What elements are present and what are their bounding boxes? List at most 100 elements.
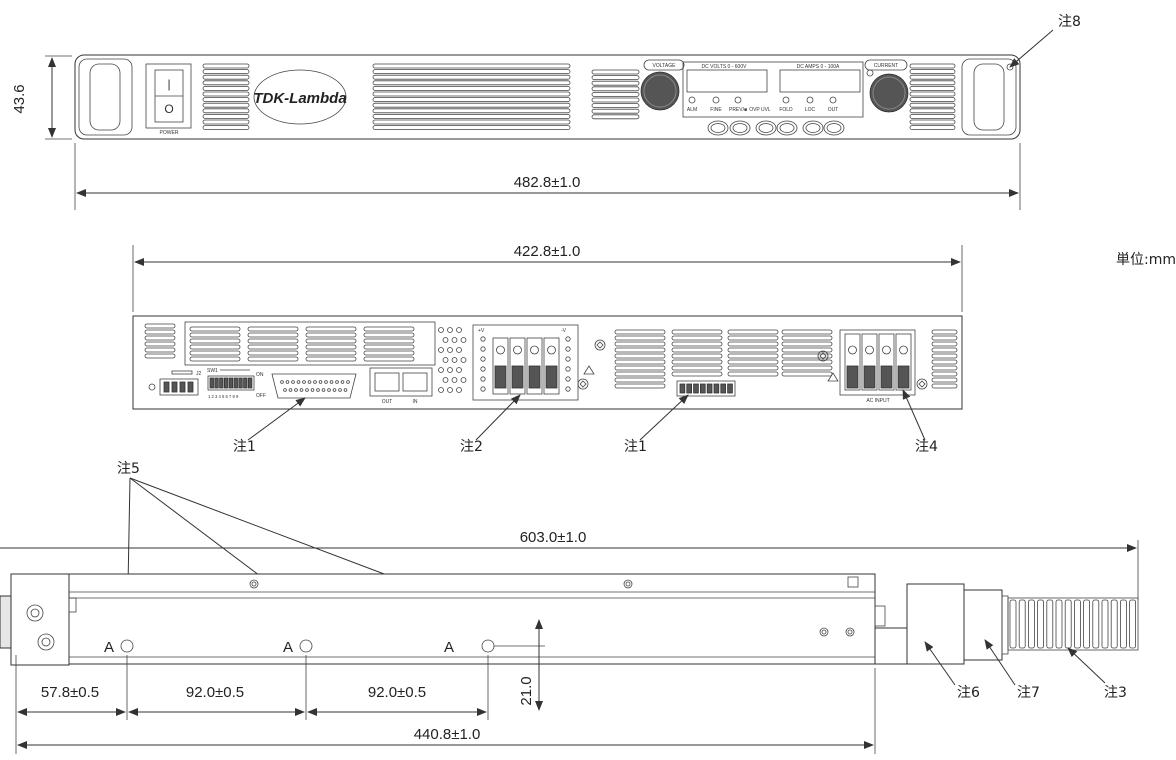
vent-slot — [614, 329, 666, 335]
cooling-hole — [447, 347, 453, 353]
vent-slot — [909, 97, 956, 102]
vent-slot — [909, 69, 956, 74]
cooling-hole — [438, 387, 444, 393]
db25-connector[interactable] — [271, 373, 357, 399]
dc-terminal-hole — [480, 366, 486, 372]
vent-slot — [781, 365, 833, 371]
db25-pin — [310, 388, 315, 392]
sw1-dip-switch[interactable] — [207, 375, 255, 391]
power-switch[interactable] — [145, 63, 192, 129]
front-panel-button[interactable] — [755, 120, 777, 136]
vent-slot — [372, 108, 571, 114]
sw1-dip — [219, 377, 224, 389]
dc-terminal — [526, 337, 543, 395]
front-vent-slots-left — [202, 63, 250, 130]
vent-slot — [909, 125, 956, 130]
voltage-knob[interactable] — [640, 71, 680, 111]
vent-slot — [909, 91, 956, 97]
front-panel-button[interactable] — [823, 120, 845, 136]
vent-slot — [189, 326, 241, 332]
j2-pin — [163, 381, 170, 393]
rear-screw-right — [817, 350, 829, 362]
cooling-hole — [456, 367, 462, 373]
ac-terminal-clamp — [880, 365, 893, 389]
front-panel-outline — [74, 54, 1021, 140]
vent-slot — [614, 359, 666, 365]
vent-slot — [909, 102, 956, 108]
vent-slot — [247, 350, 299, 356]
connector-pin — [693, 383, 699, 394]
db25-pin — [346, 380, 350, 384]
vent-slot — [202, 97, 250, 102]
current-label: CURRENT — [874, 63, 898, 69]
conduit-rib — [1064, 599, 1072, 649]
dc-terminal — [492, 337, 509, 395]
front-buttons — [707, 120, 845, 136]
front-panel-button[interactable] — [707, 120, 729, 136]
vent-slot — [931, 353, 958, 359]
vent-slot — [372, 74, 571, 80]
db25-pin — [329, 380, 334, 384]
ac-terminal-clamp — [846, 365, 859, 389]
dim-92-b: 92.0±0.5 — [368, 684, 426, 701]
indicator-label: FINE — [710, 107, 722, 113]
sw1-dip — [247, 377, 253, 389]
vent-slot — [671, 371, 723, 377]
vent-slot — [372, 114, 571, 119]
note6-leader — [924, 641, 956, 686]
vent-slot — [305, 344, 357, 350]
vent-slot — [247, 338, 299, 344]
rear-screw-far-right — [916, 378, 928, 390]
overall-length-dim: 603.0±1.0 — [520, 529, 587, 546]
rear-center-connector[interactable] — [676, 380, 736, 397]
front-panel-button[interactable] — [729, 120, 751, 136]
ac-terminal-clamp — [897, 365, 910, 389]
vent-slot — [614, 371, 666, 377]
front-vent-slots-center — [372, 63, 571, 130]
vent-slot — [931, 359, 958, 365]
indicator-led — [688, 96, 696, 104]
db25-pin — [343, 388, 348, 392]
rear-note1-right: 注1 — [624, 439, 647, 455]
db25-pin — [340, 380, 345, 384]
current-knob[interactable] — [869, 73, 909, 113]
cooling-hole — [438, 347, 444, 353]
dc-terminal-hole — [565, 386, 571, 392]
cooling-hole — [451, 357, 458, 363]
rear-note1-right-leader — [639, 394, 689, 441]
voltage-display — [686, 69, 768, 93]
vent-slot — [372, 102, 571, 108]
front-panel-button[interactable] — [802, 120, 824, 136]
sw1-dip — [233, 377, 238, 389]
db25-pin — [307, 380, 312, 384]
vent-slot — [781, 329, 833, 335]
db25-pin — [291, 380, 295, 384]
vent-slot — [591, 114, 640, 120]
vent-slot — [671, 365, 723, 371]
vent-slot — [202, 63, 250, 69]
rear-vent-slots — [144, 323, 958, 389]
conduit-rib — [1120, 599, 1127, 649]
ac-input-terminal[interactable] — [839, 329, 916, 396]
note8-label: 注8 — [1058, 14, 1081, 30]
rj45-in-port[interactable] — [402, 372, 428, 392]
sw1-on-label: ON — [256, 372, 264, 378]
conduit-rib — [1110, 599, 1118, 649]
plus-v-label: +V — [478, 328, 485, 334]
ac-terminal-clamp — [863, 365, 876, 389]
vent-slot — [727, 329, 779, 335]
vent-slot — [202, 125, 250, 130]
front-panel-button[interactable] — [776, 120, 798, 136]
vent-slot — [363, 356, 415, 362]
rj45-out-port[interactable] — [374, 372, 400, 392]
dim-57-8: 57.8±0.5 — [41, 684, 99, 701]
cooling-hole — [442, 337, 449, 343]
dc-output-terminal[interactable] — [472, 324, 579, 401]
vent-slot — [614, 383, 666, 389]
dc-terminal-blocks — [480, 336, 571, 395]
vent-slot — [372, 80, 571, 86]
dc-terminal-screw — [496, 345, 505, 355]
j2-connector[interactable] — [159, 378, 199, 396]
hole-label-a-2: A — [283, 639, 293, 656]
sw1-dip — [238, 377, 243, 389]
